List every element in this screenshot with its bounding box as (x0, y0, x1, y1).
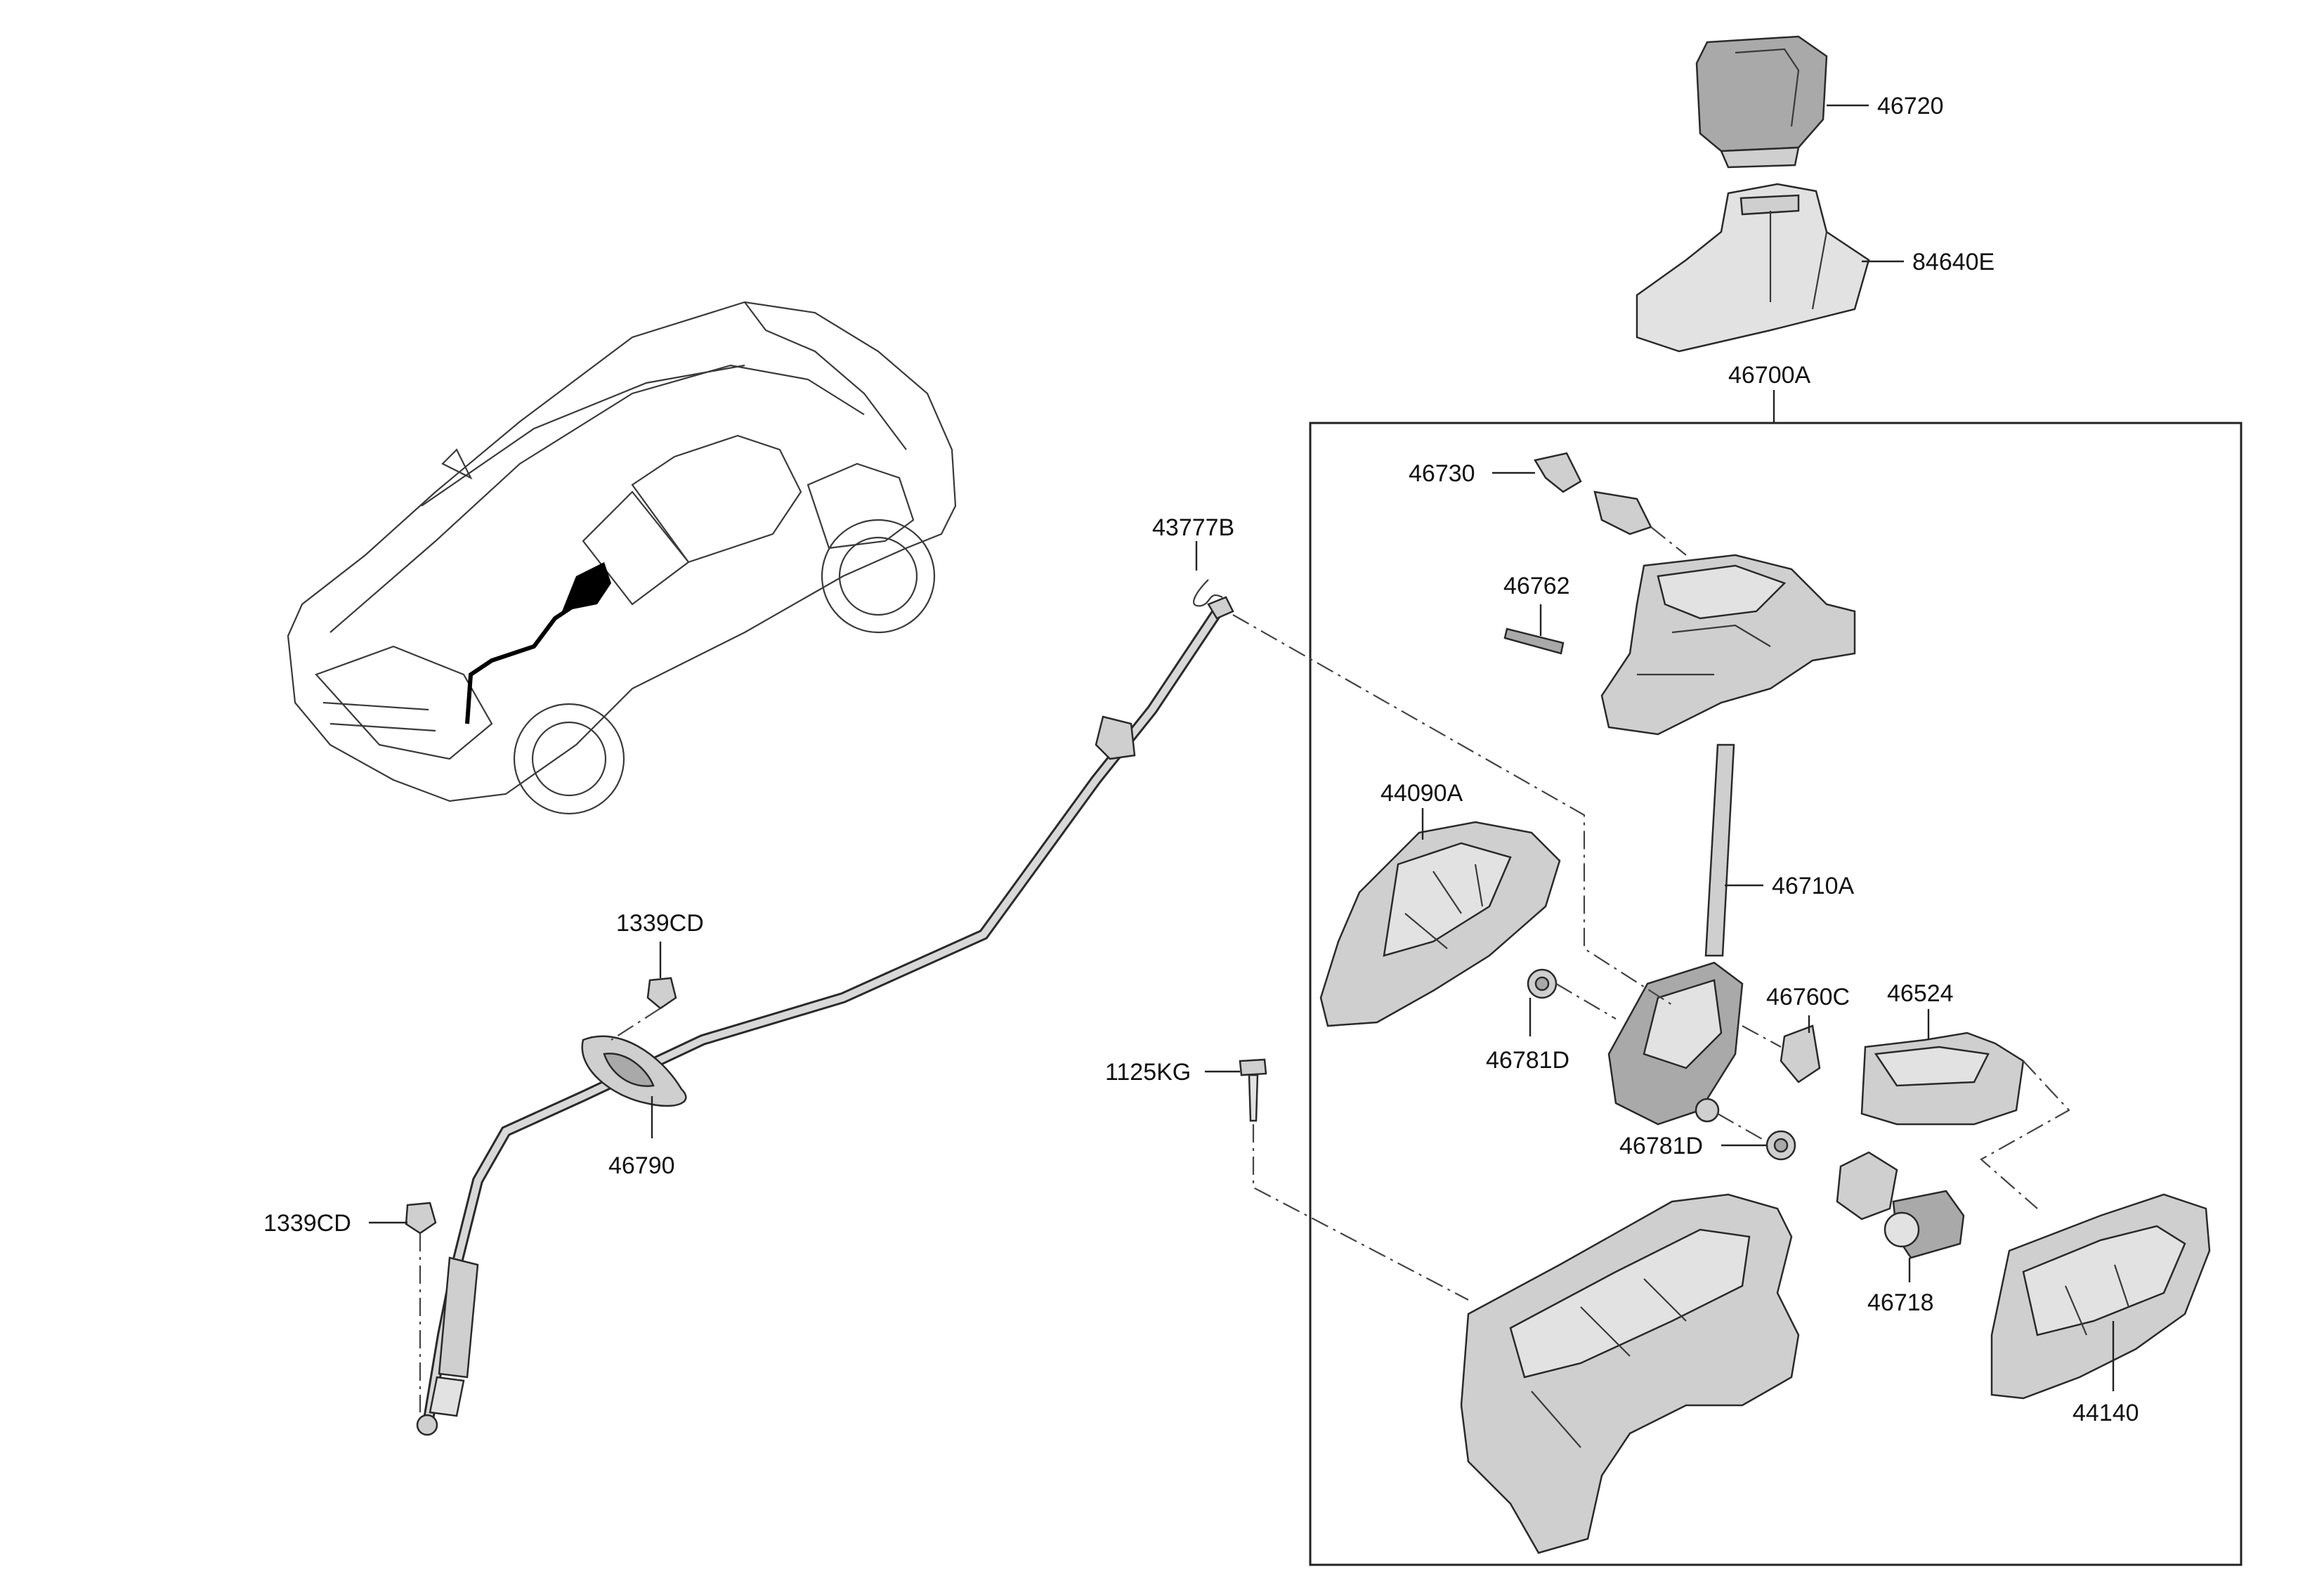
upper-housing (1600, 554, 1856, 736)
shift-boot-84640E (1636, 183, 1870, 353)
nut-1339CD-lower (405, 1202, 437, 1235)
label-1339CD-lower: 1339CD (263, 1210, 351, 1237)
label-46720: 46720 (1877, 93, 1944, 119)
shift-cable (416, 596, 1234, 1436)
dash-46730-housing (1650, 526, 1687, 556)
label-84640E: 84640E (1912, 249, 1995, 275)
label-46760C: 46760C (1766, 984, 1850, 1010)
label-46524: 46524 (1887, 980, 1954, 1007)
housing-44140 (1990, 1193, 2211, 1400)
label-44090A: 44090A (1380, 780, 1463, 807)
dash-bushing-upper (1555, 983, 1617, 1020)
clip-43777B (1193, 579, 1223, 607)
assembly-frame-46700A (1309, 422, 2243, 1566)
pin-46762 (1503, 627, 1565, 655)
grommet-46790 (581, 1035, 687, 1107)
label-46710A: 46710A (1772, 873, 1855, 899)
label-46718: 46718 (1867, 1289, 1934, 1316)
label-43777B: 43777B (1152, 514, 1234, 541)
dash-bushing-lower (1717, 1113, 1768, 1143)
bracket-44090A (1319, 821, 1561, 1027)
dash-bolt (1252, 1124, 1469, 1301)
solenoid-46718 (1836, 1151, 1965, 1259)
bolt-1125KG (1239, 1058, 1267, 1122)
nut-1339CD-upper (646, 977, 677, 1010)
lower-base-housing (1460, 1193, 1800, 1554)
label-46730: 46730 (1409, 460, 1475, 487)
label-44140: 44140 (2072, 1400, 2139, 1426)
shift-knob-46720 (1695, 35, 1828, 169)
dash-module (1980, 1060, 2070, 1209)
dash-cable-lever (1232, 614, 1673, 1005)
switch-46760C (1780, 1024, 1821, 1083)
bushing-46781D-lower (1765, 1130, 1796, 1161)
module-46524 (1860, 1031, 2025, 1126)
bushing-46781D-upper (1527, 968, 1558, 999)
vehicle-illustration (287, 301, 957, 815)
cover-46730 (1534, 452, 1652, 535)
shift-lever-46710A (1607, 743, 1744, 1126)
label-46781D-lower: 46781D (1619, 1133, 1703, 1159)
dash-nut-upper (611, 1008, 661, 1041)
label-46700A: 46700A (1728, 362, 1811, 389)
label-46781D-upper: 46781D (1486, 1047, 1569, 1074)
dash-switch (1742, 1025, 1782, 1048)
label-1125KG: 1125KG (1105, 1059, 1191, 1086)
label-1339CD-upper: 1339CD (616, 910, 704, 937)
label-46790: 46790 (608, 1152, 675, 1179)
label-46762: 46762 (1503, 573, 1570, 599)
